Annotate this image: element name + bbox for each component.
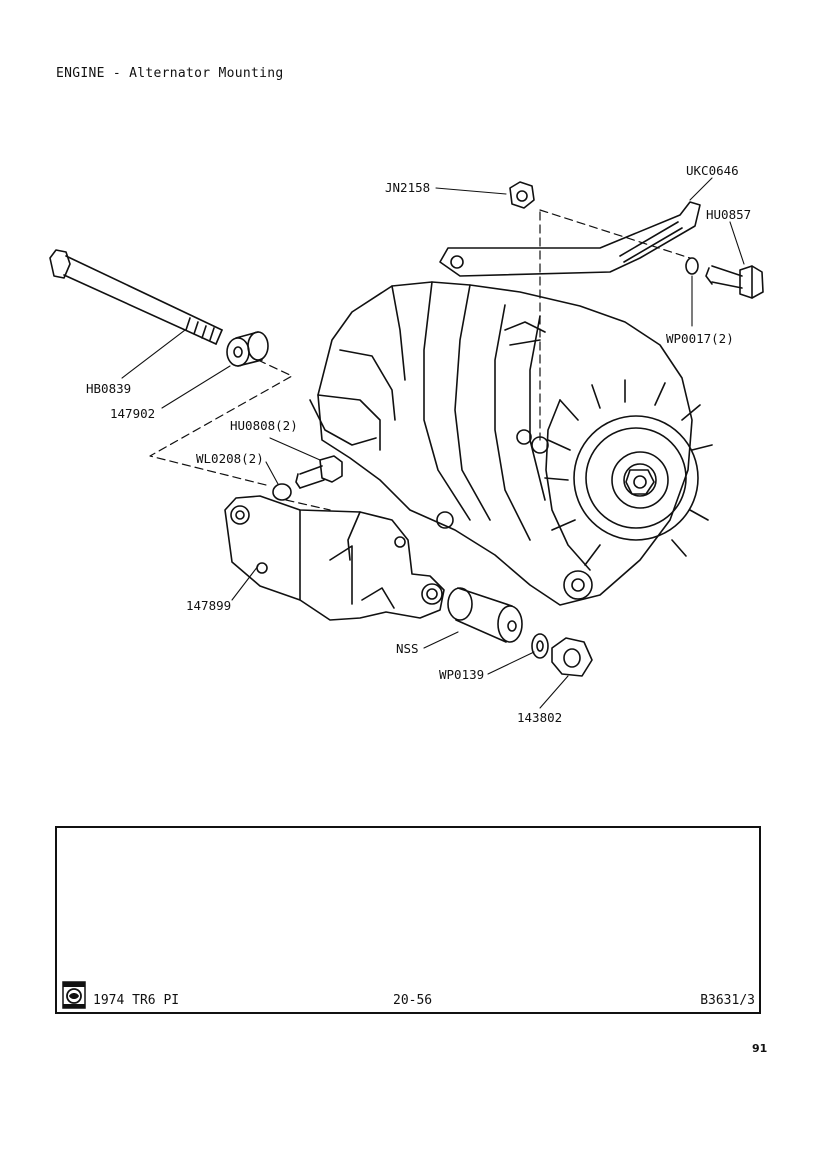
callout-nss: NSS <box>396 641 419 656</box>
page-title: ENGINE - Alternator Mounting <box>56 66 284 81</box>
assembly-lines <box>149 209 691 511</box>
washer-wp0139-drawing <box>531 633 549 659</box>
nut-143802-drawing <box>551 637 593 677</box>
footer-plate-number: 20-56 <box>393 993 433 1008</box>
spacer-147902-drawing <box>226 331 269 367</box>
bolt-hu0857-drawing <box>685 257 764 299</box>
spacer-nss-drawing <box>447 587 523 643</box>
callout-wl0208: WL0208(2) <box>196 451 264 466</box>
alternator-drawing <box>309 281 713 606</box>
callout-wp0139: WP0139 <box>439 667 485 682</box>
callout-hu0808: HU0808(2) <box>230 418 298 433</box>
bolt-hb0839-drawing <box>49 249 223 345</box>
footer-reference: B3631/3 <box>700 993 755 1008</box>
british-leyland-logo-icon <box>62 981 86 1009</box>
callout-hu0857: HU0857 <box>706 207 752 222</box>
callout-147899: 147899 <box>186 598 232 613</box>
bolt-hu0808-drawing <box>272 455 343 501</box>
callout-147902: 147902 <box>110 406 156 421</box>
adjusting-link-drawing <box>439 201 701 277</box>
footer-model: 1974 TR6 PI <box>93 993 180 1008</box>
callout-wp0017: WP0017(2) <box>666 331 734 346</box>
callout-ukc0646: UKC0646 <box>686 163 739 178</box>
bracket-147899-drawing <box>224 495 445 621</box>
footer-box: 1974 TR6 PI 20-56 B3631/3 <box>55 826 761 1014</box>
callout-143802: 143802 <box>517 710 563 725</box>
nut-jn2158-drawing <box>509 181 535 209</box>
callout-hb0839: HB0839 <box>86 381 132 396</box>
callout-jn2158: JN2158 <box>385 180 431 195</box>
leader-lines <box>121 177 745 709</box>
page-number: 91 <box>752 1042 768 1055</box>
